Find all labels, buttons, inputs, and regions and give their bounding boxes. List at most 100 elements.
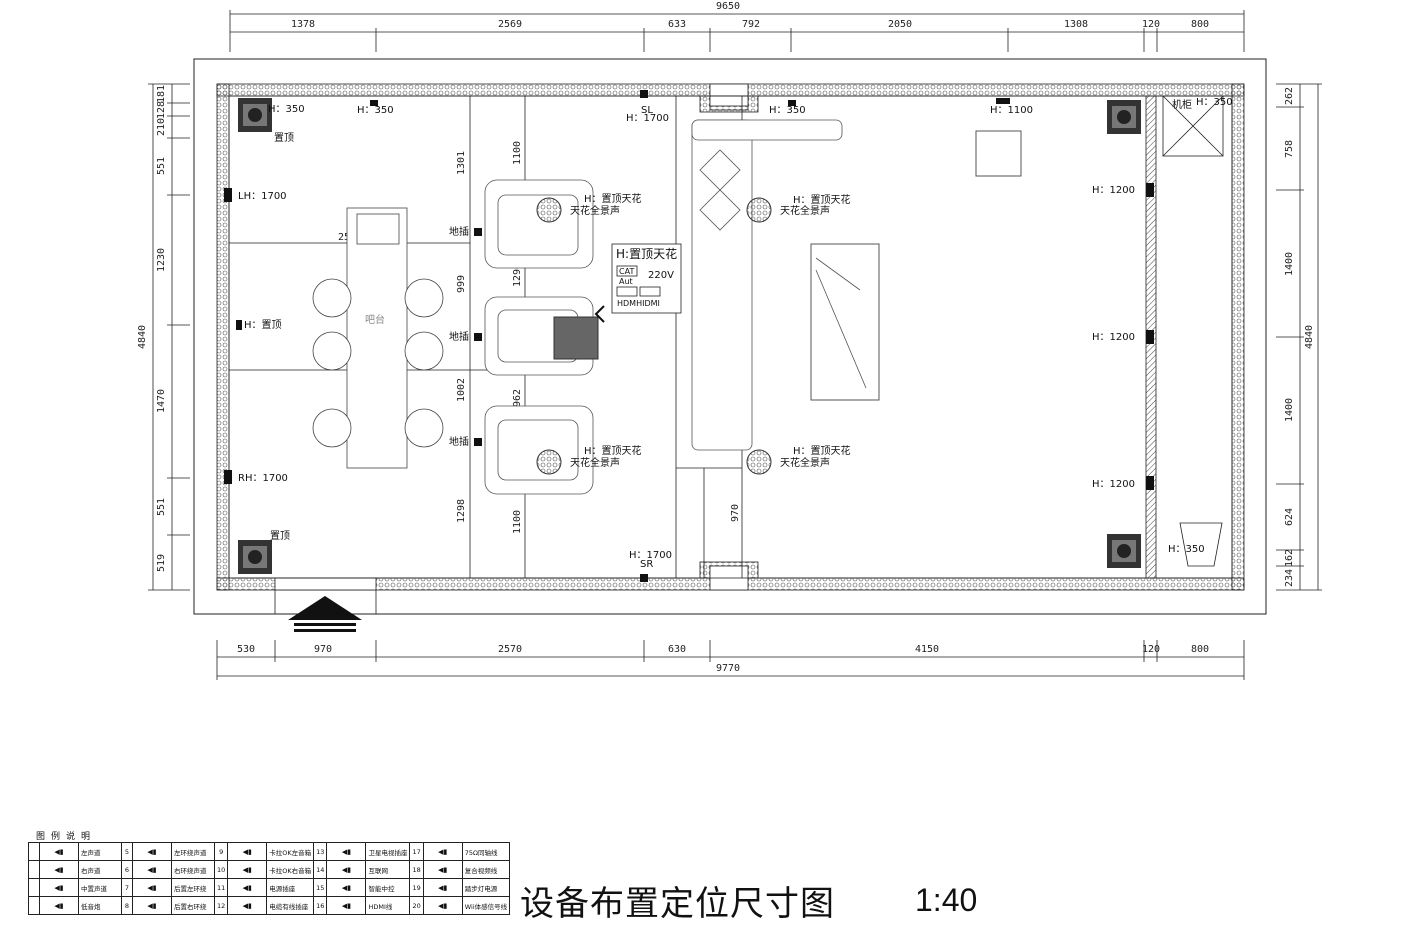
legend-number: 7 (121, 878, 133, 897)
dim-right-1: 262 (1284, 87, 1295, 105)
legend-symbol-icon: ◀▮ (326, 860, 367, 879)
outlet-icon (224, 90, 1154, 582)
h350-c: H：350 (769, 105, 806, 116)
legend-text: 互联网 (365, 860, 411, 879)
dim-inner-12: 970 (730, 504, 741, 522)
dim-top-4: 792 (742, 19, 760, 30)
legend-text: Wii体感信号线 (461, 896, 511, 915)
legend-text: 左声道 (78, 842, 122, 861)
legend-symbol-icon: ◀▮ (422, 842, 463, 861)
speaker-icon (238, 540, 272, 574)
legend-number: 13 (313, 842, 328, 861)
legend-number: 19 (409, 878, 424, 897)
dim-top-8: 800 (1191, 19, 1209, 30)
legend-number: 16 (313, 896, 328, 915)
dim-left-4: 551 (156, 157, 167, 175)
legend-symbol-icon: ◀▮ (422, 878, 463, 897)
legend-symbol-icon: ◀▮ (39, 860, 79, 879)
dim-left-3: 210 (156, 118, 167, 136)
h-ceiling-left: H：置顶 (244, 319, 282, 331)
h1200-c: H：1200 (1092, 479, 1135, 490)
drawing-title: 设备布置定位尺寸图 (520, 884, 835, 924)
sofa (691, 119, 843, 451)
legend-text: 低音炮 (78, 896, 122, 915)
dim-inner-5: 999 (456, 275, 467, 293)
dim-left-5: 1230 (156, 248, 167, 272)
legend-number: 18 (409, 860, 424, 879)
h1700-top: H：1700 (626, 113, 669, 124)
h1700-bottom: H：1700 (629, 550, 672, 561)
info-box-hdmi: HDMHIDMI (617, 299, 660, 308)
legend-symbol-icon: ◀▮ (132, 896, 172, 915)
speaker-icon (238, 98, 272, 132)
dim-top-total: 9650 (716, 1, 740, 12)
sr-label: SR (640, 559, 653, 570)
info-box-cat: CAT (619, 267, 634, 276)
top-dimensions (229, 10, 1245, 52)
ceiling-speaker-4a: H：置顶天花 (793, 444, 851, 457)
ceiling-speaker-3b: 天花全景声 (570, 456, 620, 469)
legend-symbol-icon: ◀▮ (227, 842, 268, 861)
legend-symbol-icon: ◀▮ (227, 896, 268, 915)
legend-text: 智能中控 (365, 878, 411, 897)
legend-symbol-icon: ◀▮ (326, 842, 367, 861)
legend-number: 20 (409, 896, 424, 915)
speaker-icon (1107, 100, 1141, 134)
legend-number: 17 (409, 842, 424, 861)
ceiling-speaker-2a: H：置顶天花 (793, 193, 851, 206)
h1100: H：1100 (990, 105, 1033, 116)
legend-number: 10 (213, 860, 229, 879)
ceiling-speaker-icon (536, 197, 772, 475)
legend-text: 卫星电视插座 (365, 842, 411, 861)
h1200-b: H：1200 (1092, 332, 1135, 343)
equipment-cabinet (1162, 95, 1224, 157)
dim-top-5: 2050 (888, 19, 912, 30)
dim-right-7: 234 (1284, 569, 1295, 587)
legend-number: 14 (313, 860, 328, 879)
dim-inner-13: 962 (512, 389, 523, 407)
dim-left-2: 128 (156, 101, 167, 119)
dim-right-5: 624 (1284, 508, 1295, 526)
ceiling-speaker-3a: H：置顶天花 (584, 444, 642, 457)
bar-label: 吧台 (365, 313, 385, 326)
legend-symbol-icon: ◀▮ (132, 842, 172, 861)
left-dimensions (148, 83, 190, 591)
h350-right2: H：350 (1168, 544, 1205, 555)
speaker-icon (1107, 534, 1141, 568)
legend-symbol-icon: ◀▮ (39, 842, 79, 861)
legend-number (28, 896, 40, 915)
dim-bottom-total: 9770 (716, 663, 740, 674)
dim-bottom-3: 2570 (498, 644, 522, 655)
ceiling-top: 置顶 (274, 132, 294, 144)
lh1700: LH：1700 (238, 191, 287, 202)
dim-bottom-5: 4150 (915, 644, 939, 655)
bar-table (312, 207, 444, 469)
legend-number: 8 (121, 896, 133, 915)
dim-right-2: 758 (1284, 140, 1295, 158)
legend-symbol-icon: ◀▮ (326, 878, 367, 897)
rh1700: RH：1700 (238, 473, 288, 484)
ceiling-speaker-2b: 天花全景声 (780, 204, 830, 217)
dim-inner-2: 1301 (456, 151, 467, 175)
legend-symbol-icon: ◀▮ (227, 860, 268, 879)
outer-frame (193, 58, 1267, 615)
legend-symbol-icon: ◀▮ (422, 896, 463, 915)
dim-inner-1: 1100 (512, 141, 523, 165)
legend-text: 复合视频线 (461, 860, 511, 879)
h350-b: H：350 (357, 105, 394, 116)
legend-symbol-icon: ◀▮ (227, 878, 268, 897)
legend-number: 15 (313, 878, 328, 897)
walls (216, 83, 1245, 591)
dim-inner-9: 1100 (512, 510, 523, 534)
h350-right: H：350 (1196, 97, 1233, 108)
dim-left-total: 4840 (137, 325, 148, 349)
legend-number (28, 860, 40, 879)
dim-left-8: 519 (156, 554, 167, 572)
legend-symbol-icon: ◀▮ (422, 860, 463, 879)
floor-socket-3: 地插 (449, 435, 469, 448)
floor-socket-1: 地插 (449, 225, 469, 238)
